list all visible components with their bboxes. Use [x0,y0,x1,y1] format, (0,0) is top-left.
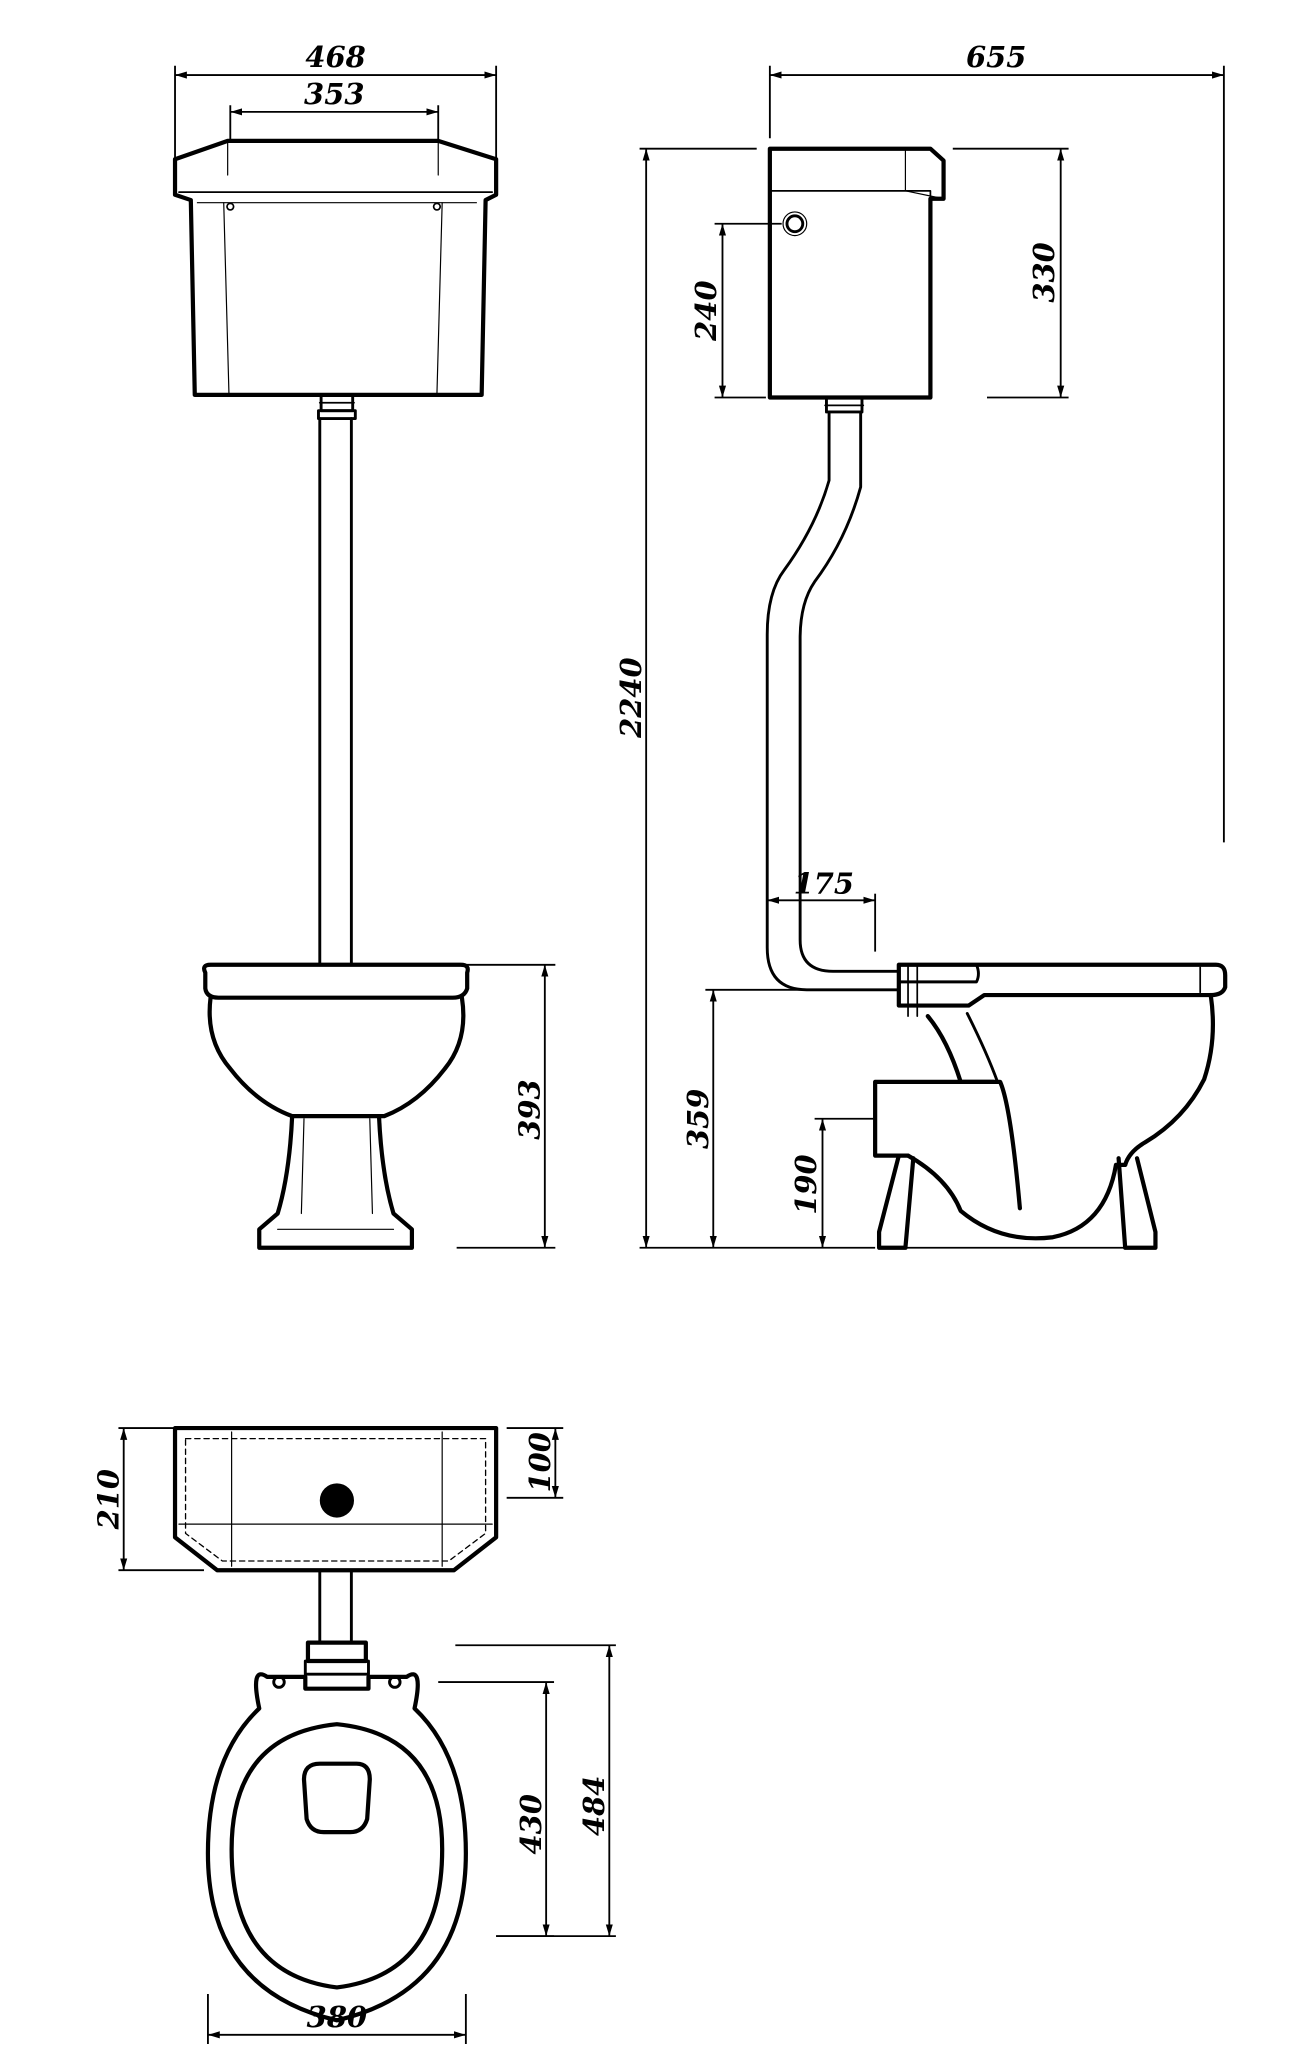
dim-cistern-upper [506,1427,564,1499]
top-view: 210 100 430 484 380 [91,1425,616,2045]
dim-label-175: 175 [794,867,854,901]
dim-label-380: 380 [307,2000,367,2034]
dim-pan-height [456,963,556,1249]
side-pan [873,962,1228,1250]
top-flush-pipe [303,1568,370,1676]
dim-label-2240: 2240 [614,657,648,739]
dim-seat-width [207,1994,467,2045]
dim-label-655: 655 [966,40,1026,74]
dim-cistern-width [174,65,498,160]
front-cistern [172,138,499,397]
side-flush-pipe [765,396,901,992]
front-view: 468 353 393 [172,40,556,1250]
top-cistern [172,1425,499,1573]
dim-label-100: 100 [523,1432,557,1492]
dim-outlet-height [814,1117,876,1248]
side-cistern [767,146,946,400]
dim-total-height [639,147,876,1249]
dim-label-393: 393 [513,1079,547,1139]
dim-cistern-height [952,147,1069,399]
dim-cistern-inner [229,105,440,141]
dim-label-359: 359 [681,1089,715,1149]
dim-button-height [714,222,782,399]
dim-cistern-depth [118,1427,204,1572]
dim-label-353: 353 [304,77,364,111]
side-view: 655 2240 330 240 175 359 190 [614,40,1228,1250]
dim-label-468: 468 [305,40,365,74]
dim-total-depth [768,65,1225,843]
dim-label-484: 484 [577,1776,611,1836]
top-seat [205,1672,468,2023]
dim-pipe-offset [767,893,877,952]
front-flush-pipe [317,393,357,967]
dim-label-430: 430 [514,1794,548,1854]
dim-label-210: 210 [91,1469,125,1530]
dim-label-190: 190 [789,1154,823,1214]
dim-inlet-height [705,988,899,1248]
dim-pan-length [455,1644,616,1938]
dim-label-330: 330 [1027,242,1061,302]
dim-label-240: 240 [689,280,723,341]
front-pan [202,962,470,1250]
